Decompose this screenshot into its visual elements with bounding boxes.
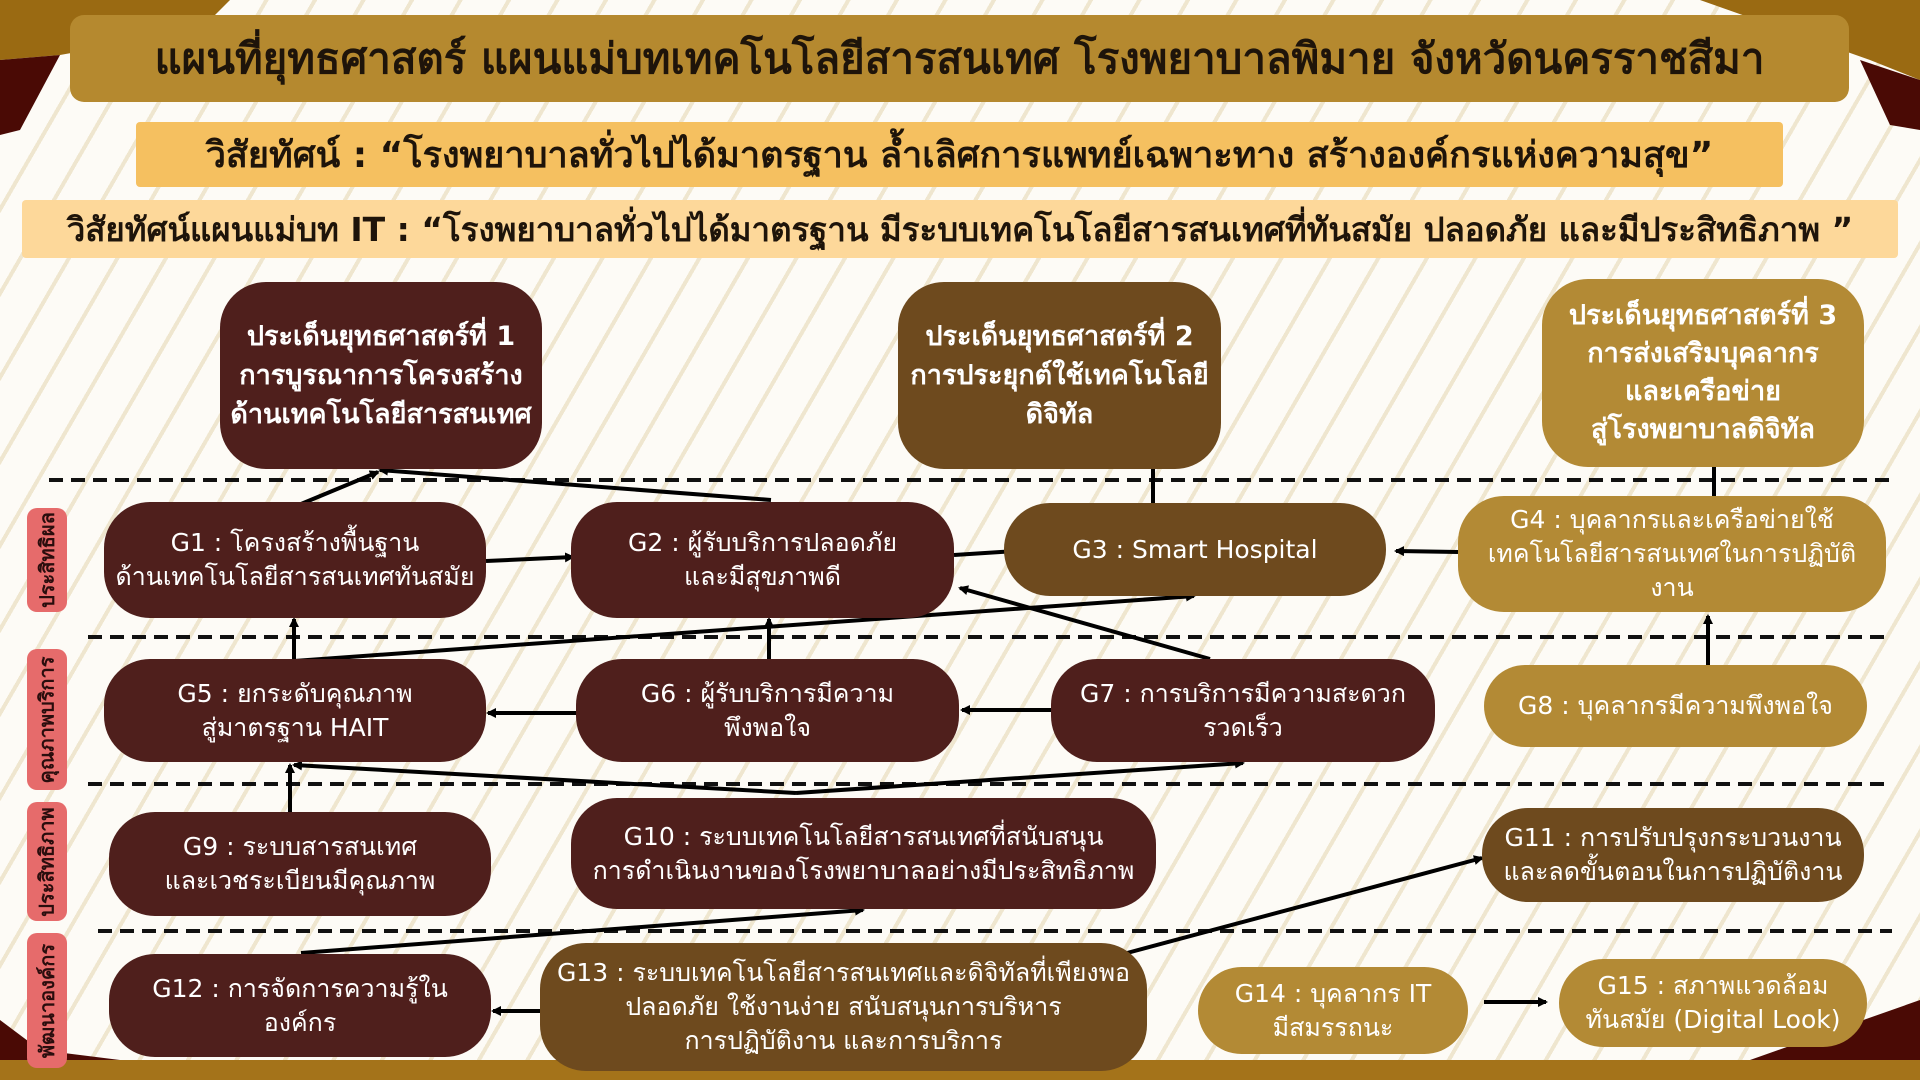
goal-g14: G14 : บุคลากร IT มีสมรรถนะ bbox=[1198, 967, 1468, 1054]
goal-line: G13 : ระบบเทคโนโลยีสารสนเทศและดิจิทัลที่… bbox=[556, 958, 1131, 988]
strategy-3-line: การส่งเสริมบุคลากร bbox=[1587, 338, 1819, 370]
goal-line: G5 : ยกระดับคุณภาพ bbox=[177, 678, 413, 708]
arrow-g5-g3 bbox=[293, 591, 1196, 663]
goal-g9: G9 : ระบบสารสนเทศและเวชระเบียนมีคุณภาพ bbox=[109, 812, 491, 916]
goal-line: G12 : การจัดการความรู้ในองค์กร bbox=[152, 973, 448, 1037]
goal-line: G7 : การบริการมีความสะดวก bbox=[1080, 678, 1406, 708]
perspective-label: คุณภาพบริการ bbox=[35, 655, 59, 784]
perspective-label: ประสิทธิภาพ bbox=[35, 806, 59, 917]
perspective-effectiveness: ประสิทธิผล bbox=[27, 508, 67, 612]
strategy-2: ประเด็นยุทธศาสตร์ที่ 2 การประยุกต์ใช้เทคโ… bbox=[898, 282, 1221, 469]
strategy-3-line: และเครือข่าย bbox=[1625, 376, 1781, 407]
strategy-2-line: ประเด็นยุทธศาสตร์ที่ 2 bbox=[925, 320, 1194, 352]
goal-g12: G12 : การจัดการความรู้ในองค์กร bbox=[109, 954, 491, 1057]
goal-line: G3 : Smart Hospital bbox=[1072, 534, 1318, 564]
goal-g2: G2 : ผู้รับบริการปลอดภัยและมีสุขภาพดี bbox=[571, 502, 954, 618]
strategy-2-line: การประยุกต์ใช้เทคโนโลยี bbox=[910, 359, 1209, 391]
arrow-g7-g2 bbox=[958, 585, 1211, 661]
arrow-g12-g10 bbox=[300, 905, 865, 955]
goal-g13: G13 : ระบบเทคโนโลยีสารสนเทศและดิจิทัลที่… bbox=[540, 943, 1147, 1071]
arrow-g1-s1 bbox=[300, 470, 380, 506]
goal-line: G10 : ระบบเทคโนโลยีสารสนเทศที่สนับสนุน bbox=[623, 821, 1104, 851]
goal-g3: G3 : Smart Hospital bbox=[1004, 503, 1386, 596]
goal-line: รวดเร็ว bbox=[1203, 712, 1283, 742]
goal-line: G1 : โครงสร้างพื้นฐาน bbox=[170, 528, 420, 558]
strategy-2-line: ดิจิทัล bbox=[1025, 399, 1094, 431]
goal-line: ทันสมัย (Digital Look) bbox=[1585, 1005, 1841, 1034]
goal-g7: G7 : การบริการมีความสะดวกรวดเร็ว bbox=[1051, 659, 1435, 762]
arrow-g1-g2 bbox=[485, 552, 575, 563]
goal-line: G11 : การปรับปรุงกระบวนงาน bbox=[1504, 823, 1842, 853]
perspective-efficiency: ประสิทธิภาพ bbox=[27, 802, 67, 921]
goal-g8: G8 : บุคลากรมีความพึงพอใจ bbox=[1484, 665, 1867, 747]
strategy-3-line: สู่โรงพยาบาลดิจิทัล bbox=[1590, 413, 1815, 445]
goal-line: สู่มาตรฐาน HAIT bbox=[201, 712, 389, 742]
vision-banner: วิสัยทัศน์ : “โรงพยาบาลทั่วไปได้มาตรฐาน … bbox=[136, 122, 1783, 187]
strategy-3-line: ประเด็นยุทธศาสตร์ที่ 3 bbox=[1568, 300, 1838, 332]
goal-line: เทคโนโลยีสารสนเทศในการปฏิบัติงาน bbox=[1487, 539, 1857, 602]
arrow-g2-s1 bbox=[378, 465, 772, 502]
goal-g11: G11 : การปรับปรุงกระบวนงานและลดขั้นตอนใน… bbox=[1482, 808, 1864, 902]
goal-line: G8 : บุคลากรมีความพึงพอใจ bbox=[1518, 691, 1833, 721]
goal-line: ด้านเทคโนโลยีสารสนเทศทันสมัย bbox=[115, 562, 475, 591]
arrow-g13-g11 bbox=[1126, 855, 1484, 955]
goal-g10: G10 : ระบบเทคโนโลยีสารสนเทศที่สนับสนุนกา… bbox=[571, 798, 1156, 909]
goal-line: G9 : ระบบสารสนเทศ bbox=[182, 832, 418, 862]
goal-line: ปลอดภัย ใช้งานง่าย สนับสนุนการบริหาร bbox=[625, 992, 1062, 1022]
goal-line: และลดขั้นตอนในการปฏิบัติงาน bbox=[1503, 857, 1843, 886]
goal-line: และมีสุขภาพดี bbox=[684, 562, 841, 591]
strategy-1-line: การบูรณาการโครงสร้าง bbox=[239, 359, 523, 391]
it-vision-banner: วิสัยทัศน์แผนแม่บท IT : “โรงพยาบาลทั่วไป… bbox=[22, 200, 1898, 258]
perspective-service-quality: คุณภาพบริการ bbox=[27, 649, 67, 790]
goal-line: G4 : บุคลากรและเครือข่ายใช้ bbox=[1510, 505, 1834, 535]
goal-g6: G6 : ผู้รับบริการมีความพึงพอใจ bbox=[576, 659, 959, 762]
goal-g15: G15 : สภาพแวดล้อมทันสมัย (Digital Look) bbox=[1559, 959, 1867, 1047]
arrow-g10-g7 bbox=[795, 758, 1245, 795]
arrow-g4-g3 bbox=[1394, 546, 1459, 557]
goal-g4: G4 : บุคลากรและเครือข่ายใช้เทคโนโลยีสารส… bbox=[1458, 496, 1886, 612]
strategy-1: ประเด็นยุทธศาสตร์ที่ 1 การบูรณาการโครงสร้… bbox=[220, 282, 542, 469]
goal-line: G6 : ผู้รับบริการมีความ bbox=[640, 678, 895, 708]
goal-line: และเวชระเบียนมีคุณภาพ bbox=[164, 866, 436, 895]
goal-line: การดำเนินงานของโรงพยาบาลอย่างมีประสิทธิภ… bbox=[592, 855, 1135, 885]
strategy-1-line: ด้านเทคโนโลยีสารสนเทศ bbox=[230, 399, 532, 431]
arrow-g10-g5 bbox=[292, 760, 797, 795]
perspective-label: พัฒนาองค์กร bbox=[35, 943, 60, 1058]
strategy-1-line: ประเด็นยุทธศาสตร์ที่ 1 bbox=[246, 320, 516, 352]
strategy-3: ประเด็นยุทธศาสตร์ที่ 3 การส่งเสริมบุคลากร… bbox=[1542, 279, 1864, 467]
page-title: แผนที่ยุทธศาสตร์ แผนแม่บทเทคโนโลยีสารสนเ… bbox=[70, 15, 1849, 102]
perspective-org-development: พัฒนาองค์กร bbox=[27, 933, 67, 1068]
goal-line: พึงพอใจ bbox=[723, 712, 812, 742]
goal-line: G2 : ผู้รับบริการปลอดภัย bbox=[627, 528, 897, 558]
goal-line: การปฏิบัติงาน และการบริการ bbox=[684, 1025, 1003, 1055]
goal-line: G14 : บุคลากร IT bbox=[1234, 978, 1432, 1008]
goal-line: มีสมรรถนะ bbox=[1272, 1012, 1394, 1042]
goal-g1: G1 : โครงสร้างพื้นฐานด้านเทคโนโลยีสารสนเ… bbox=[104, 502, 486, 618]
perspective-label: ประสิทธิผล bbox=[35, 512, 60, 608]
goal-line: G15 : สภาพแวดล้อม bbox=[1597, 971, 1829, 1001]
goal-g5: G5 : ยกระดับคุณภาพสู่มาตรฐาน HAIT bbox=[104, 659, 486, 762]
